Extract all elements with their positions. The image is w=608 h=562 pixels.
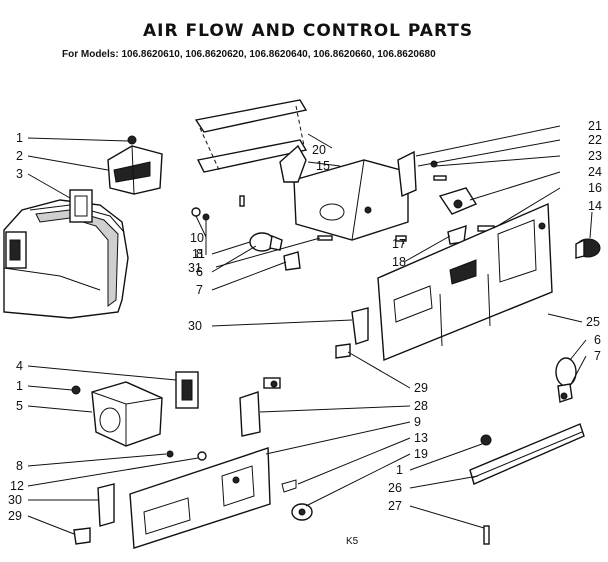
control-switch-assembly — [397, 150, 495, 245]
callout: 8 — [196, 247, 203, 261]
callout: 24 — [588, 165, 602, 179]
control-panel-25 — [377, 202, 553, 362]
callout: 20 — [312, 143, 326, 157]
callout: 27 — [388, 499, 402, 513]
callout: 7 — [594, 349, 601, 363]
callout: 15 — [316, 159, 330, 173]
bracket-30-upper — [351, 307, 369, 345]
callout: 1 — [16, 131, 23, 145]
screw-1-lower — [480, 434, 492, 446]
callout: 1 — [396, 463, 403, 477]
screws-10-11 — [191, 195, 245, 221]
leader-lines — [27, 125, 593, 535]
callout: 7 — [196, 283, 203, 297]
model-list: For Models: 106.8620610, 106.8620620, 10… — [62, 49, 436, 60]
light-bulb-upper — [249, 232, 301, 271]
callout: 12 — [10, 479, 24, 493]
fan-motor-assembly — [71, 381, 163, 447]
top-air-deflector — [194, 99, 308, 173]
knob-19 — [291, 503, 313, 521]
callout: 23 — [588, 149, 602, 163]
callout: 26 — [388, 481, 402, 495]
callout: 5 — [16, 399, 23, 413]
callout: 29 — [8, 509, 22, 523]
page-code: K5 — [346, 536, 359, 547]
bracket-28 — [239, 377, 281, 437]
screw-17 — [395, 235, 407, 242]
callout: 18 — [392, 255, 406, 269]
screw-27 — [483, 525, 490, 545]
gasket-4 — [175, 371, 199, 409]
callout: 9 — [414, 415, 421, 429]
screw-8-lower — [166, 450, 174, 458]
clip-29-upper — [335, 343, 351, 359]
callout: 16 — [588, 181, 602, 195]
callout: 29 — [414, 381, 428, 395]
callout: 30 — [8, 493, 22, 507]
callout: 2 — [16, 149, 23, 163]
callout: 22 — [588, 133, 602, 147]
light-bulb-right — [555, 357, 577, 403]
damper-slide-26 — [469, 423, 585, 485]
callout: 10 — [190, 231, 204, 245]
damper-control-bracket — [279, 144, 409, 241]
callout: 19 — [414, 447, 428, 461]
callout: 6 — [196, 265, 203, 279]
callout: 8 — [16, 459, 23, 473]
callout: 3 — [16, 167, 23, 181]
callout: 11 — [192, 247, 205, 261]
callout: 17 — [392, 237, 406, 251]
control-housing — [107, 145, 163, 195]
callout-numbers-right: 20 15 21 22 23 24 16 14 17 18 25 6 7 29 … — [312, 119, 602, 513]
callout: 6 — [594, 333, 601, 347]
control-panel-9 — [129, 447, 271, 549]
screw-31 — [317, 235, 333, 241]
callout: 1 — [16, 379, 23, 393]
callout-numbers-left: 1 2 3 10 11 31 8 6 7 30 4 1 5 8 12 30 29 — [8, 131, 205, 523]
knob-14 — [575, 238, 601, 259]
bracket-30-lower — [97, 483, 115, 527]
gasket-3 — [69, 189, 93, 223]
callout: 31 — [188, 261, 202, 275]
callout: 13 — [414, 431, 428, 445]
callout: 28 — [414, 399, 428, 413]
washer-12 — [197, 451, 207, 461]
callout: 21 — [588, 119, 602, 133]
callout: 30 — [188, 319, 202, 333]
callout: 4 — [16, 359, 23, 373]
diagram-title: AIR FLOW AND CONTROL PARTS — [143, 21, 473, 41]
callout: 25 — [586, 315, 600, 329]
screw-1-top — [127, 135, 137, 145]
cabinet-duct-panel — [3, 199, 129, 319]
part-13 — [281, 479, 297, 493]
clip-29-lower — [73, 527, 91, 545]
callout: 14 — [588, 199, 602, 213]
